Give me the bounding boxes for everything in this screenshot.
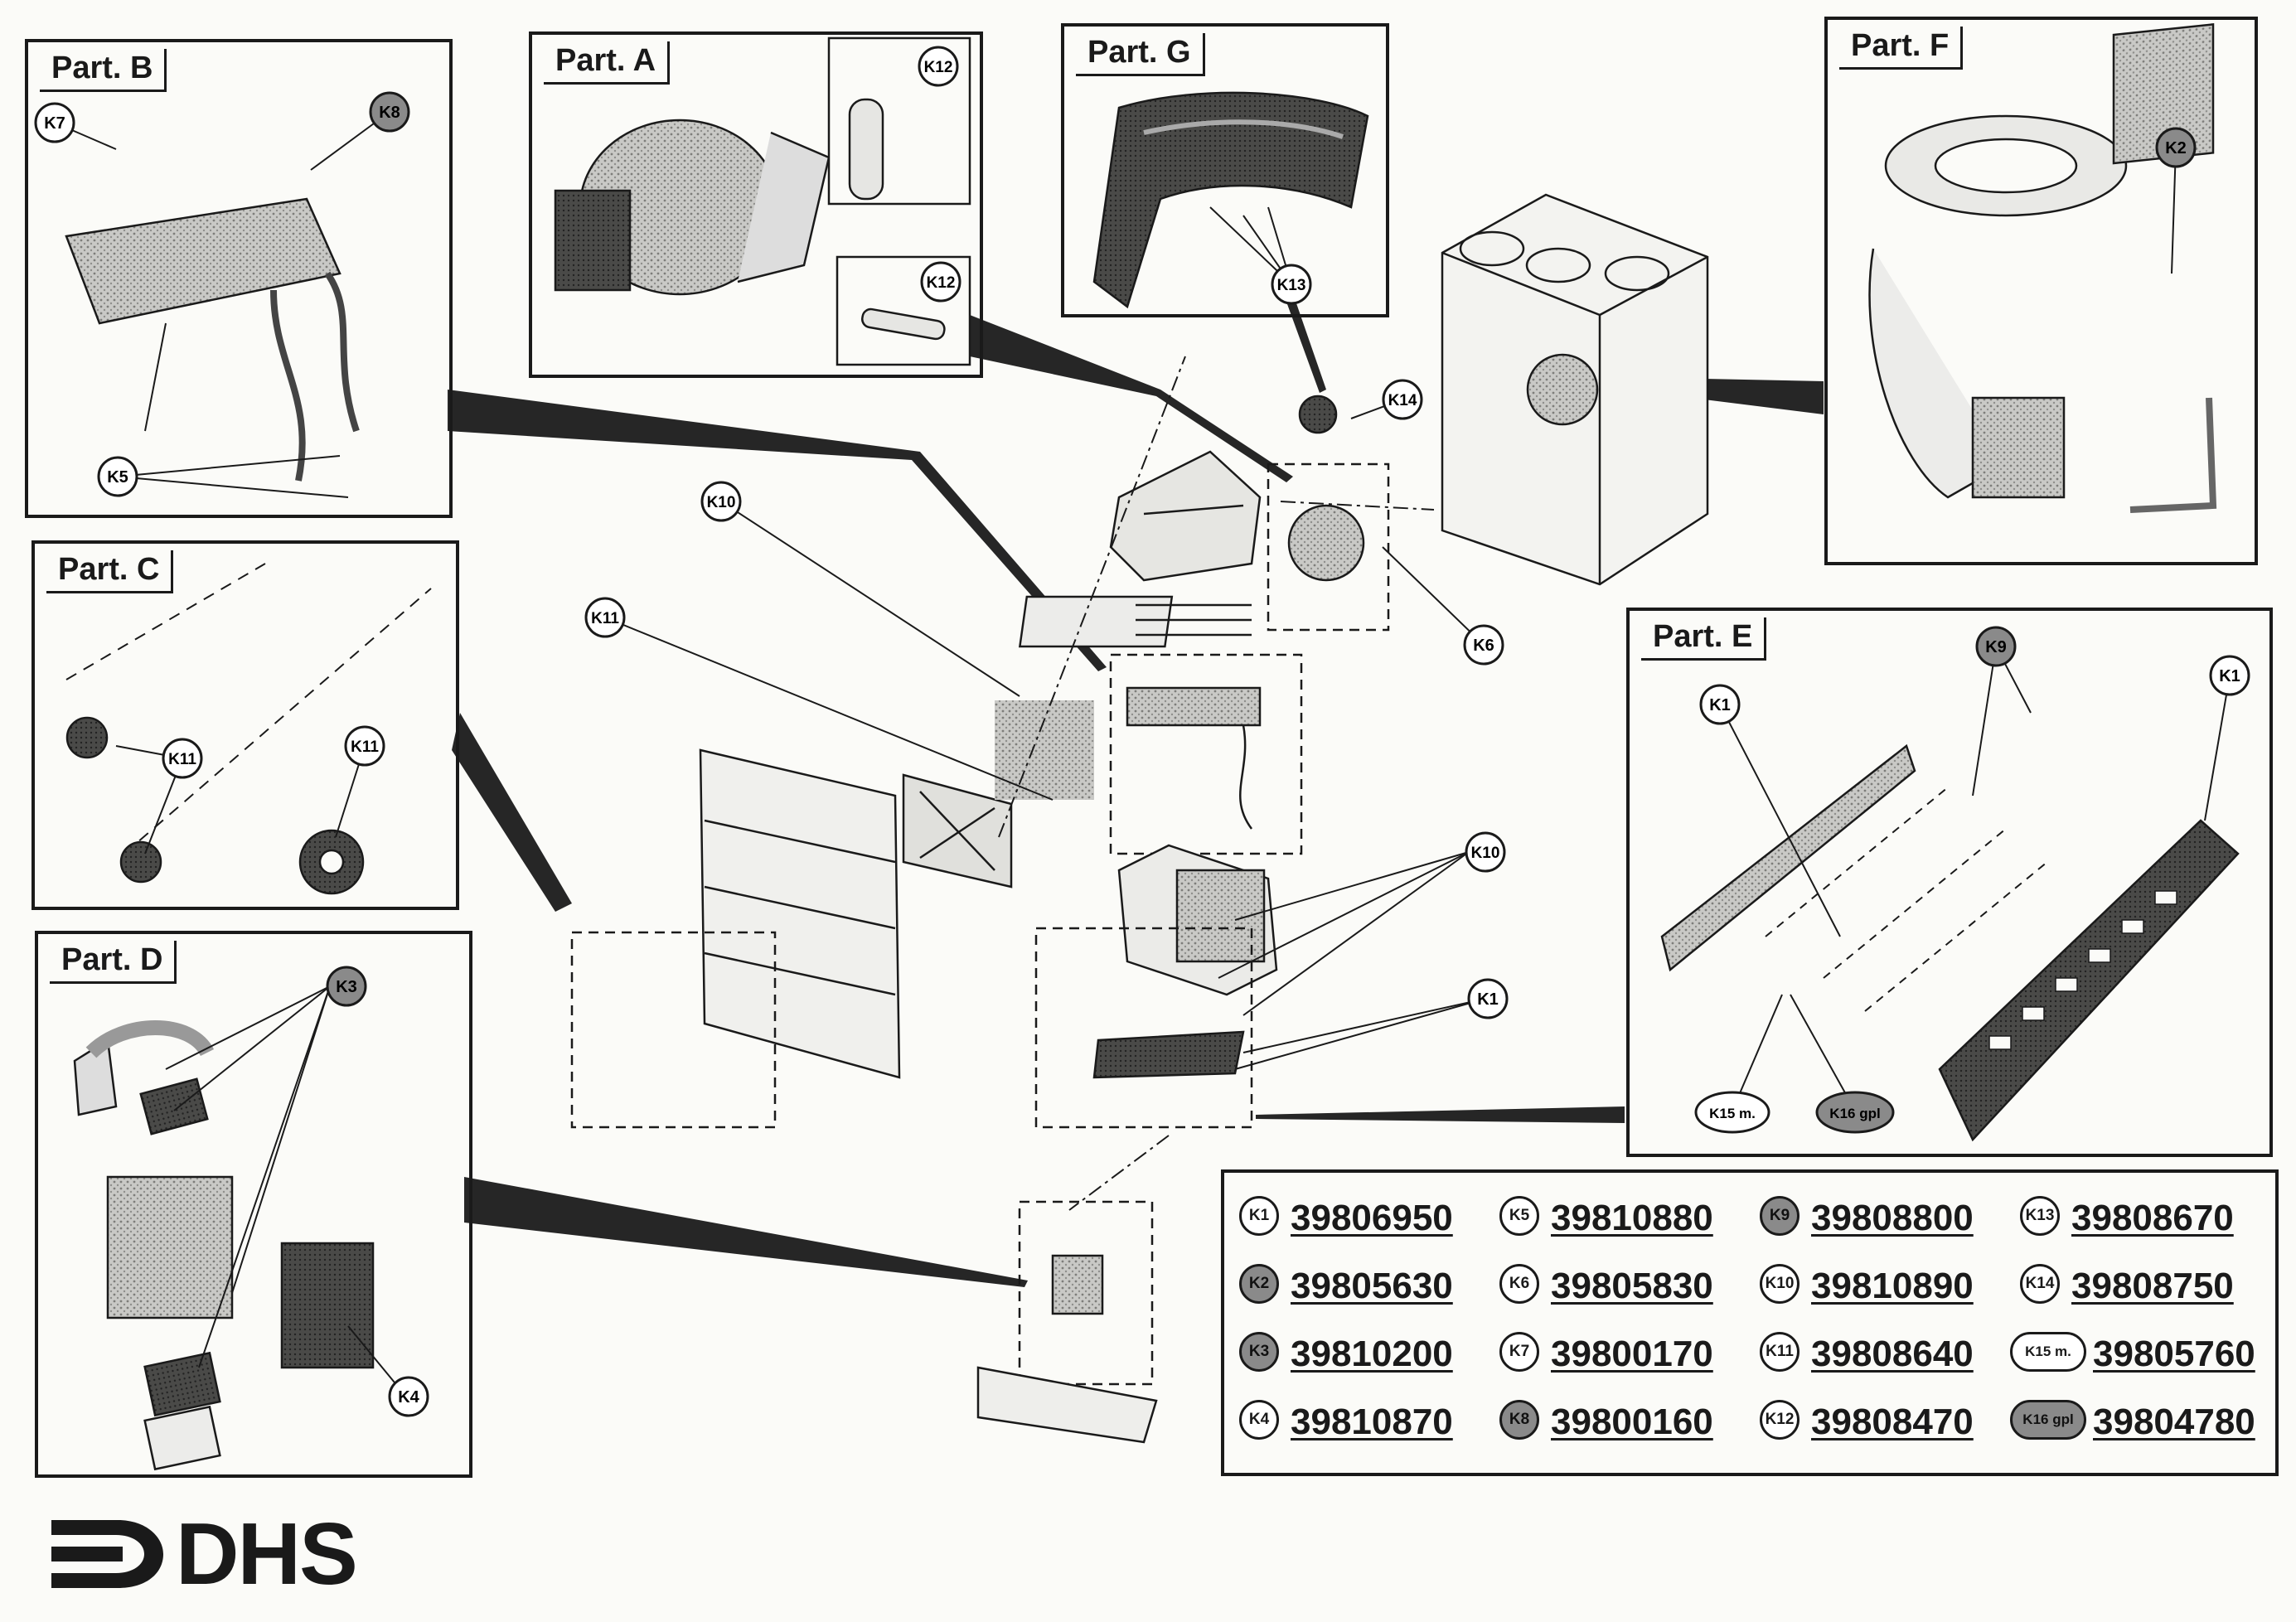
legend-code: 39800170 <box>1551 1334 1713 1374</box>
legend-row: K2 39805630 K6 39805830 K10 39810890 K14 398… <box>1224 1251 2275 1317</box>
legend-code: 39808800 <box>1811 1198 1974 1238</box>
legend-badge: K11 <box>1760 1332 1800 1372</box>
legend-code: 39808670 <box>2071 1198 2234 1238</box>
legend-code: 39810200 <box>1291 1334 1453 1374</box>
legend-code: 39804780 <box>2093 1402 2255 1442</box>
legend-code: 39800160 <box>1551 1402 1713 1442</box>
legend-code: 39806950 <box>1291 1198 1453 1238</box>
legend-badge: K13 <box>2020 1196 2060 1236</box>
panel-part-c: Part. C <box>31 540 459 910</box>
part-d-drawing <box>73 1020 375 1471</box>
legend-code: 39808470 <box>1811 1402 1974 1442</box>
part-a-drawing <box>554 36 971 366</box>
panel-title-part-f: Part. F <box>1839 27 1964 70</box>
legend-badge: K14 <box>2020 1264 2060 1304</box>
legend-code: 39805760 <box>2093 1334 2255 1374</box>
legend-code: 39810880 <box>1551 1198 1713 1238</box>
part-c-drawing <box>65 563 432 895</box>
legend-badge: K5 <box>1499 1196 1539 1236</box>
legend-badge: K7 <box>1499 1332 1539 1372</box>
panel-title-part-e: Part. E <box>1641 617 1767 661</box>
panel-part-d: Part. D <box>35 931 472 1478</box>
legend-badge: K6 <box>1499 1264 1539 1304</box>
legend-badge: K4 <box>1239 1400 1279 1440</box>
panel-title-part-b: Part. B <box>40 49 167 92</box>
dhs-logo: DHS <box>43 1508 358 1600</box>
legend-code: 39808750 <box>2071 1266 2234 1306</box>
dhs-logo-mark-icon <box>51 1520 163 1588</box>
panel-part-a: Part. A <box>529 31 983 378</box>
legend-code: 39810870 <box>1291 1402 1453 1442</box>
brand-name: DHS <box>176 1505 358 1603</box>
legend-badge: K15 m. <box>2010 1332 2086 1372</box>
panel-title-part-c: Part. C <box>46 550 174 593</box>
central-assembly <box>570 193 1709 1444</box>
part-g-drawing <box>1092 91 1369 309</box>
legend-row: K4 39810870 K8 39800160 K12 39808470 K16 gp… <box>1224 1387 2275 1453</box>
part-code-legend: K1 39806950 K5 39810880 K9 39808800 K13 3980… <box>1221 1169 2279 1476</box>
panel-part-e: Part. E <box>1626 608 2273 1157</box>
panel-part-g: Part. G <box>1061 23 1389 317</box>
legend-badge: K1 <box>1239 1196 1279 1236</box>
legend-code: 39808640 <box>1811 1334 1974 1374</box>
legend-badge: K16 gpl <box>2010 1400 2086 1440</box>
legend-badge: K2 <box>1239 1264 1279 1304</box>
legend-code: 39805830 <box>1551 1266 1713 1306</box>
part-f-drawing <box>1868 22 2217 513</box>
part-b-drawing <box>65 197 360 482</box>
legend-row: K3 39810200 K7 39800170 K11 39808640 K15 m.… <box>1224 1319 2275 1385</box>
part-e-drawing <box>1660 743 2240 1142</box>
panel-title-part-d: Part. D <box>50 941 177 984</box>
legend-row: K1 39806950 K5 39810880 K9 39808800 K13 3980… <box>1224 1183 2275 1249</box>
legend-badge: K3 <box>1239 1332 1279 1372</box>
legend-badge: K10 <box>1760 1264 1800 1304</box>
connector-wedges <box>448 282 1824 1287</box>
legend-badge: K9 <box>1760 1196 1800 1236</box>
legend-badge: K8 <box>1499 1400 1539 1440</box>
legend-badge: K12 <box>1760 1400 1800 1440</box>
panel-part-f: Part. F <box>1824 17 2258 565</box>
panel-title-part-g: Part. G <box>1076 33 1205 76</box>
legend-code: 39810890 <box>1811 1266 1974 1306</box>
legend-code: 39805630 <box>1291 1266 1453 1306</box>
panel-part-b: Part. B <box>25 39 453 518</box>
panel-title-part-a: Part. A <box>544 41 671 85</box>
